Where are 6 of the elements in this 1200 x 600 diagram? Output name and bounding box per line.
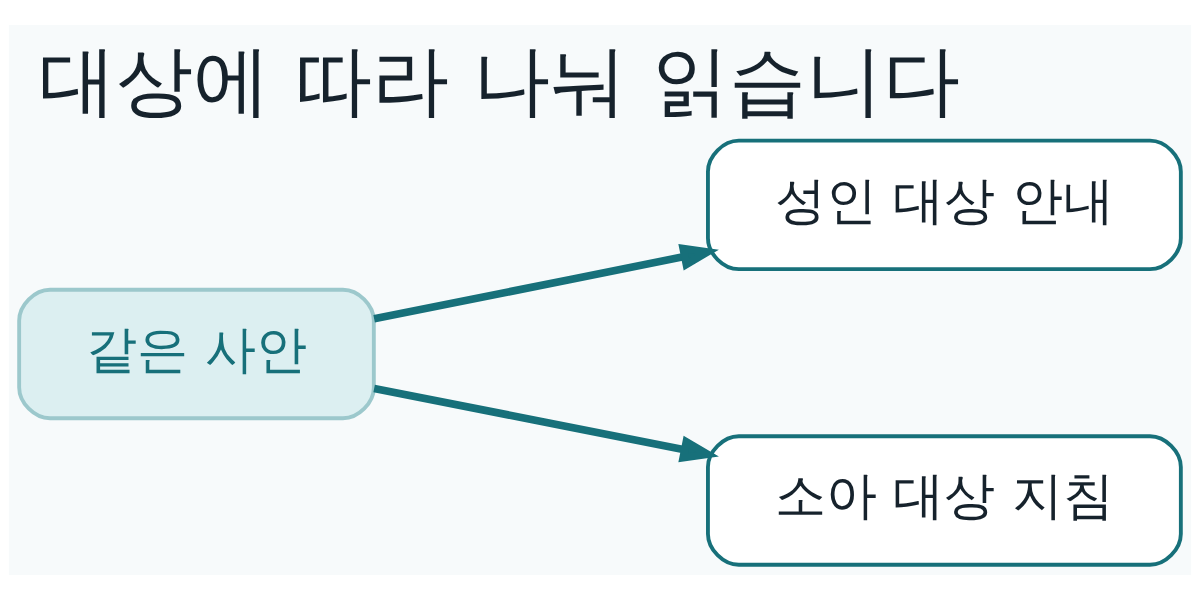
arrow — [373, 244, 719, 323]
node-box: 소아 대상 지침 — [706, 434, 1183, 567]
arrow — [373, 384, 719, 463]
node-box: 같은 사안 — [17, 287, 376, 421]
node-box: 성인 대상 안내 — [706, 138, 1183, 272]
diagram-title: 대상에 따라 나눠 읽습니다 — [39, 35, 961, 126]
